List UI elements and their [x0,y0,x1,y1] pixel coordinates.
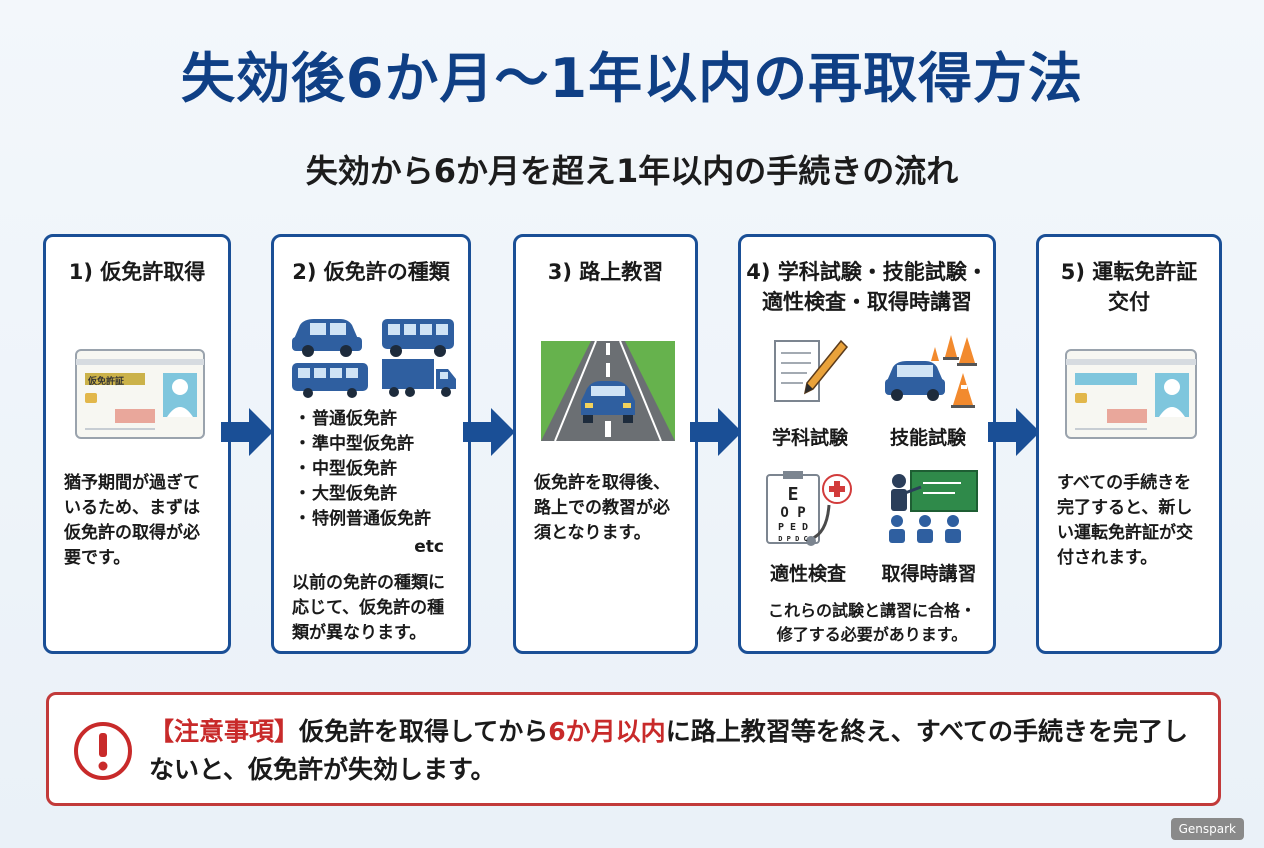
step-title-4: 4) 学科試験・技能試験・ 適性検査・取得時講習 [746,260,988,314]
notice-box: 【注意事項】仮免許を取得してから6か月以内に路上教習等を終え、すべての手続きを完… [46,692,1221,806]
step-desc-5: すべての手続きを 完了すると、新し い運転免許証が交 付されます。 [1057,473,1193,568]
flow-arrow-2 [463,408,515,456]
road-lesson-icon [541,341,675,441]
label-skill-test: 技能試験 [889,427,966,449]
notice-label: 【注意事項】 [149,717,300,746]
temporary-license-card-icon [75,349,205,439]
eye-chart: E O P P E D D P D C [777,484,809,544]
step-title-1: 1) 仮免許取得 [68,260,206,284]
flow-arrow-3 [690,408,742,456]
exclamation-icon [74,722,132,780]
step-desc-4: これらの試験と講習に合格・ 修了する必要があります。 [767,601,976,644]
skill-test-icon [885,335,977,408]
label-written-test: 学科試験 [771,427,848,449]
lecture-icon [889,470,978,543]
written-test-icon [774,339,849,402]
page-title: 失効後6か月〜1年以内の再取得方法 [180,47,1084,110]
notice-text: 【注意事項】仮免許を取得してから6か月以内に路上教習等を終え、すべての手続きを完… [149,717,1188,784]
drivers-license-icon [1065,349,1197,439]
license-card-text: 仮免許証 [88,377,125,387]
step-title-3: 3) 路上教習 [547,260,664,284]
label-acquisition-lecture: 取得時講習 [881,563,977,585]
brand-watermark: Genspark [1170,818,1244,840]
step-card-1: 1) 仮免許取得 仮免許証 猶予期間が過ぎて いるため、まずは 仮免許の取得が必… [43,234,231,654]
type-item: ・中型仮免許 [294,459,397,479]
flow-arrow-1 [221,408,273,456]
step-title-5: 5) 運転免許証 交付 [1060,260,1198,314]
types-etc: etc [414,537,444,557]
vehicles-icon [292,319,456,398]
step-card-2: 2) 仮免許の種類 ・普通仮免許 ・準中型仮免許 ・中型仮免許 ・大型仮免許 ・… [271,234,471,654]
step-card-3: 3) 路上教習 仮免許を取得後、 路上での教習が必 須となります。 [513,234,698,654]
type-item: ・特例普通仮免許 [294,509,431,529]
temporary-license-types: ・普通仮免許 ・準中型仮免許 ・中型仮免許 ・大型仮免許 ・特例普通仮免許 [294,407,431,532]
notice-highlight: 6か月以内 [548,717,666,746]
aptitude-test-icon [766,471,852,546]
type-item: ・普通仮免許 [294,409,397,429]
step-card-4: 4) 学科試験・技能試験・ 適性検査・取得時講習 学科試験 技能試験 E O P… [738,234,996,654]
type-item: ・大型仮免許 [294,484,397,504]
step-desc-2: 以前の免許の種類に 応じて、仮免許の種 類が異なります。 [292,573,445,643]
step-title-2: 2) 仮免許の種類 [292,260,450,284]
flow-arrow-4 [988,408,1040,456]
type-item: ・準中型仮免許 [294,434,414,454]
step-desc-3: 仮免許を取得後、 路上での教習が必 須となります。 [534,473,670,543]
label-aptitude-test: 適性検査 [769,563,846,585]
step-desc-1: 猶予期間が過ぎて いるため、まずは 仮免許の取得が必 要です。 [64,473,200,568]
page-subtitle: 失効から6か月を超え1年以内の手続きの流れ [305,152,959,190]
step-card-5: 5) 運転免許証 交付 すべての手続きを 完了すると、新し い運転免許証が交 付… [1036,234,1222,654]
